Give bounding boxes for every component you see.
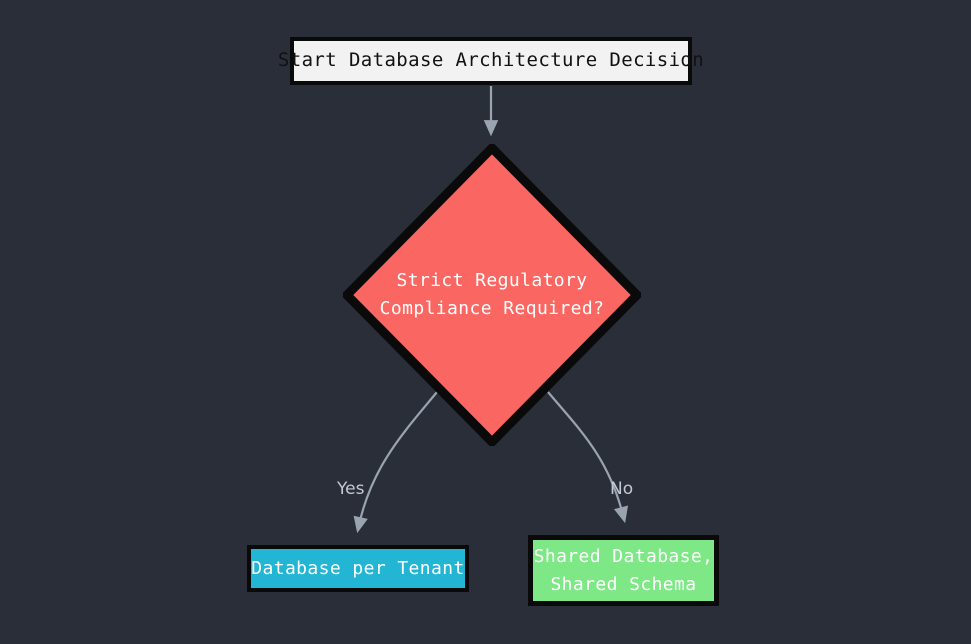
node-start-label: Start Database Architecture Decision [277,49,705,72]
node-shared-database-shared-schema-label: Shared Database, Shared Schema [533,545,714,595]
node-start[interactable]: Start Database Architecture Decision [278,37,704,85]
diamond-shape-icon [343,144,641,446]
edge-label-no: No [610,479,634,499]
node-decision-compliance[interactable]: Strict Regulatory Compliance Required? [343,144,641,446]
edge-label-yes: Yes [337,479,365,499]
node-database-per-tenant[interactable]: Database per Tenant [247,545,469,592]
node-shared-database-shared-schema[interactable]: Shared Database, Shared Schema [528,535,719,606]
node-database-per-tenant-label: Database per Tenant [251,558,465,579]
node-decision-label: Strict Regulatory Compliance Required? [379,270,605,319]
